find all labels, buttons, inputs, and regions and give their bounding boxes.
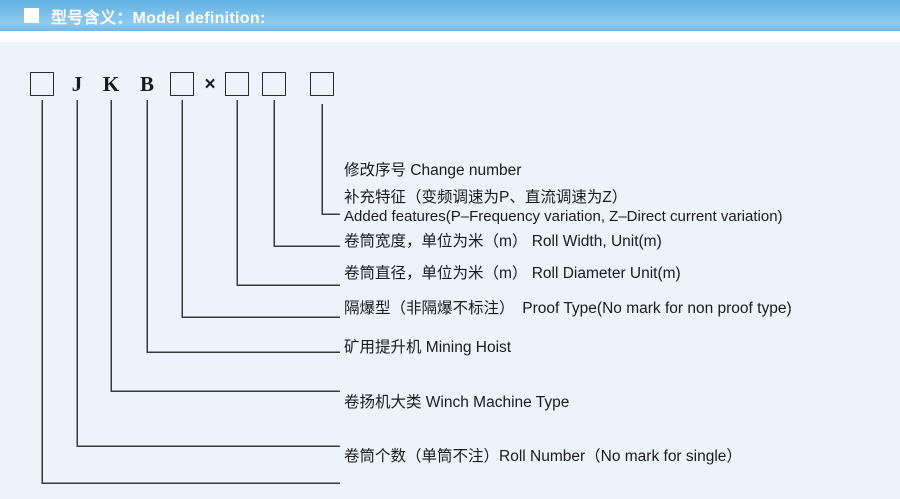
label-roll-number: 卷筒个数（单筒不注）Roll Number（No mark for single…: [344, 447, 742, 466]
label-winch-machine-type: 卷扬机大类 Winch Machine Type: [344, 393, 569, 412]
label-mining-hoist: 矿用提升机 Mining Hoist: [344, 338, 511, 357]
code-segment-roll-width: [225, 68, 249, 100]
label-added-features-text-cn: 补充特征（变频调速为P、直流调速为Z）: [344, 189, 628, 206]
code-box-empty: [225, 72, 249, 96]
label-roll-width-text: 卷筒宽度，单位为米（m） Roll Width, Unit(m): [344, 233, 662, 250]
code-segment-roll-number: [30, 68, 54, 100]
leader-roll-number: [41, 118, 340, 484]
leader-proof-type: [146, 118, 340, 353]
leader-roll-width: [236, 118, 340, 286]
label-change-number: 修改序号 Change number: [344, 161, 521, 180]
leader-roll-diameter: [181, 118, 340, 318]
leader-change-number: [321, 118, 340, 215]
code-segment-mining-hoist: K: [99, 68, 123, 100]
section-header-bar: 型号含义：Model definition:: [0, 0, 900, 31]
label-proof-type: 隔爆型（非隔爆不标注） Proof Type(No mark for non p…: [344, 299, 792, 318]
label-proof-type-text: 隔爆型（非隔爆不标注） Proof Type(No mark for non p…: [344, 300, 792, 317]
code-box-empty: [310, 72, 334, 96]
leader-lines: [41, 100, 340, 484]
square-bullet-icon: [24, 8, 39, 23]
section-title: 型号含义：Model definition:: [51, 9, 266, 27]
leader-added-features: [273, 118, 340, 247]
code-segment-proof-type: B: [135, 68, 159, 100]
code-letter-k: K: [102, 71, 120, 96]
label-roll-number-text: 卷筒个数（单筒不注）Roll Number（No mark for single…: [344, 448, 742, 465]
label-added-features: 补充特征（变频调速为P、直流调速为Z） Added features(P–Fre…: [344, 188, 783, 226]
code-segment-change-number: [310, 68, 334, 100]
code-segment-multiply: ×: [199, 68, 221, 100]
leader-winch-machine-type: [76, 118, 340, 447]
code-letter-b: B: [139, 71, 154, 96]
label-added-features-text-en: Added features(P–Frequency variation, Z–…: [344, 208, 783, 225]
code-box-empty: [170, 72, 194, 96]
code-box-empty: [262, 72, 286, 96]
code-segment-added-features: [262, 68, 286, 100]
leader-mining-hoist: [110, 118, 340, 392]
label-mining-hoist-text: 矿用提升机 Mining Hoist: [344, 339, 512, 356]
multiply-icon: ×: [204, 73, 216, 95]
code-segment-winch-type: J: [65, 68, 89, 100]
label-roll-diameter: 卷筒直径，单位为米（m） Roll Diameter Unit(m): [344, 264, 681, 283]
label-column: 修改序号 Change number 补充特征（变频调速为P、直流调速为Z） A…: [0, 42, 900, 499]
diagram-panel: J K B ×: [0, 42, 900, 499]
code-letter-j: J: [71, 71, 83, 96]
code-segment-roll-diameter: [170, 68, 194, 100]
label-roll-width: 卷筒宽度，单位为米（m） Roll Width, Unit(m): [344, 232, 662, 251]
label-change-number-text: 修改序号 Change number: [344, 162, 522, 179]
label-winch-machine-type-text: 卷扬机大类 Winch Machine Type: [344, 394, 570, 411]
code-box-empty: [30, 72, 54, 96]
label-roll-diameter-text: 卷筒直径，单位为米（m） Roll Diameter Unit(m): [344, 265, 681, 282]
model-code-row: J K B ×: [0, 68, 900, 100]
